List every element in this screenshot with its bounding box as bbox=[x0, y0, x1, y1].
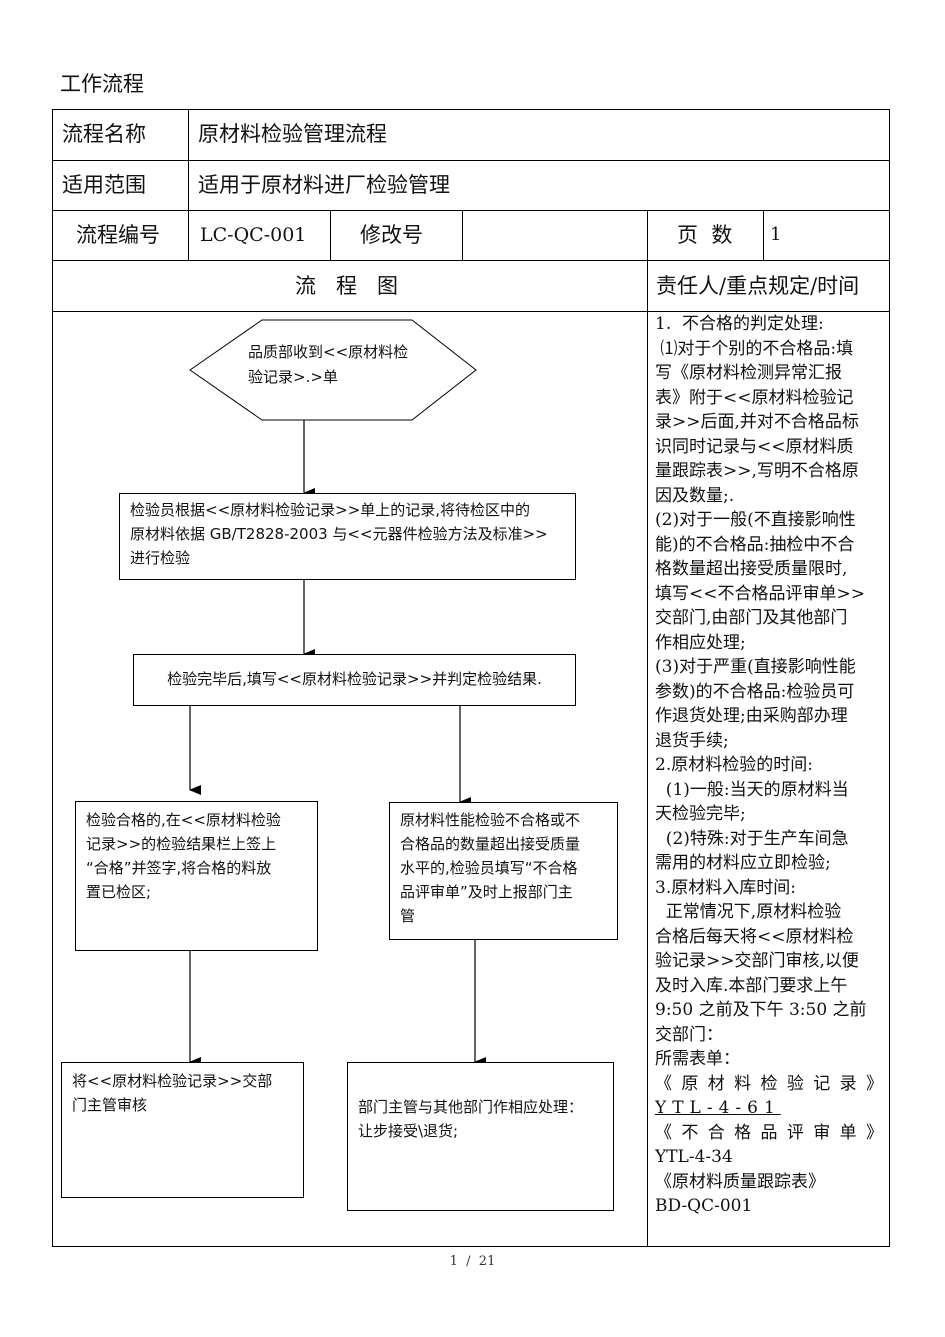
note-line: 表》附于<<原材料检验记 bbox=[655, 387, 854, 408]
form-code: YTL-4-34 bbox=[655, 1147, 733, 1167]
pass-line: 检验合格的,在<<原材料检验 bbox=[86, 811, 281, 829]
start-node-text: 品质部收到<<原材料检 验记录>.>单 bbox=[248, 340, 408, 390]
scope-value: 适用于原材料进厂检验管理 bbox=[198, 173, 450, 197]
pass-next-line: 门主管审核 bbox=[72, 1096, 148, 1114]
start-line: 品质部收到<<原材料检 bbox=[248, 343, 409, 361]
revision-label: 修改号 bbox=[360, 223, 423, 247]
fail-next-line: 部门主管与其他部门作相应处理： bbox=[358, 1098, 584, 1116]
col-divider bbox=[188, 109, 189, 261]
note-line: ⑴对于个别的不合格品:填 bbox=[655, 338, 854, 359]
pass-line: 记录>>的检验结果栏上签上 bbox=[86, 835, 277, 853]
col-divider bbox=[763, 210, 764, 261]
flowchart-header: 流 程 图 bbox=[295, 274, 399, 298]
step1-line: 进行检验 bbox=[130, 549, 191, 567]
note-line: (2)特殊:对于生产车间急 bbox=[655, 828, 849, 849]
form-title: 《不合格品评审单》 bbox=[655, 1122, 883, 1143]
document-heading: 工作流程 bbox=[60, 72, 144, 96]
note-line: 需用的材料应立即检验; bbox=[655, 853, 831, 873]
note-line: 写《原材料检测异常汇报 bbox=[655, 363, 842, 383]
step1-line: 检验员根据<<原材料检验记录>>单上的记录,将待检区中的 bbox=[130, 501, 531, 519]
row-divider bbox=[52, 160, 890, 161]
note-line: 及时入库.本部门要求上午 bbox=[655, 975, 848, 996]
form-code: YTL-4-61 bbox=[655, 1098, 781, 1118]
fail-line: 原材料性能检验不合格或不 bbox=[400, 811, 581, 829]
pass-next-line: 将<<原材料检验记录>>交部 bbox=[72, 1072, 273, 1090]
step2-line: 检验完毕后,填写<<原材料检验记录>>并判定检验结果. bbox=[167, 670, 542, 688]
note-line: (2)对于一般(不直接影响性 bbox=[655, 510, 856, 530]
note-line: 合格后每天将<<原材料检 bbox=[655, 926, 854, 947]
row-divider bbox=[52, 210, 890, 211]
note-line: 2.原材料检验的时间: bbox=[655, 755, 813, 775]
process-code-value: LC-QC-001 bbox=[200, 224, 307, 246]
fail-line: 水平的,检验员填写“不合格 bbox=[400, 859, 578, 877]
supervisor-handling-box: 部门主管与其他部门作相应处理： 让步接受\退货; bbox=[347, 1062, 614, 1211]
note-line: 所需表单： bbox=[655, 1049, 740, 1069]
step1-line: 原材料依据 GB/T2828-2003 与<<元器件检验方法及标准>> bbox=[130, 525, 548, 543]
start-line: 验记录>.>单 bbox=[248, 368, 338, 386]
pages-label: 页 数 bbox=[677, 223, 733, 247]
pass-box: 检验合格的,在<<原材料检验 记录>>的检验结果栏上签上 “合格”并签字,将合格… bbox=[75, 801, 318, 951]
fail-line: 合格品的数量超出接受质量 bbox=[400, 835, 581, 853]
note-line: 3.原材料入库时间: bbox=[655, 877, 796, 898]
process-table bbox=[52, 109, 890, 1247]
note-line: 验记录>>交部门审核,以便 bbox=[655, 951, 859, 971]
process-code-label: 流程编号 bbox=[76, 223, 160, 247]
note-line: 因及数量;. bbox=[655, 485, 735, 506]
pass-line: 置已检区; bbox=[86, 883, 152, 901]
col-divider bbox=[647, 210, 648, 1247]
process-name-label: 流程名称 bbox=[62, 122, 146, 146]
fail-next-line: 让步接受\退货; bbox=[358, 1122, 459, 1140]
fail-line: 品评审单”及时上报部门主 bbox=[400, 883, 573, 901]
col-divider bbox=[462, 210, 463, 261]
row-divider bbox=[52, 260, 890, 261]
note-line: (3)对于严重(直接影响性能 bbox=[655, 657, 856, 677]
note-line: 作相应处理; bbox=[655, 632, 746, 653]
scope-label: 适用范围 bbox=[62, 173, 146, 197]
note-line: 格数量超出接受质量限时, bbox=[655, 559, 848, 579]
fail-line: 管 bbox=[400, 907, 416, 925]
inspection-step-box: 检验员根据<<原材料检验记录>>单上的记录,将待检区中的 原材料依据 GB/T2… bbox=[119, 493, 576, 580]
note-line: 能)的不合格品:抽检中不合 bbox=[655, 534, 855, 555]
note-line: 识同时记录与<<原材料质 bbox=[655, 436, 854, 457]
responsibility-header: 责任人/重点规定/时间 bbox=[656, 274, 860, 298]
form-title: 《原材料质量跟踪表》 bbox=[655, 1171, 825, 1192]
responsibility-notes: 1. 不合格的判定处理: ⑴对于个别的不合格品:填 写《原材料检测异常汇报 表》… bbox=[655, 312, 883, 1219]
note-line: 量跟踪表>>,写明不合格原 bbox=[655, 461, 859, 481]
page-number: 1 / 21 bbox=[449, 1254, 496, 1269]
note-line: 天检验完毕; bbox=[655, 804, 746, 824]
note-line: 参数)的不合格品:检验员可 bbox=[655, 681, 855, 702]
start-hexagon bbox=[189, 319, 477, 421]
pass-line: “合格”并签字,将合格的料放 bbox=[86, 859, 272, 877]
note-line: 正常情况下,原材料检验 bbox=[655, 902, 842, 922]
form-title: 《原材料检验记录》 bbox=[655, 1073, 883, 1094]
note-line: 交部门： bbox=[655, 1024, 723, 1045]
col-divider bbox=[330, 210, 331, 261]
note-line: 作退货处理;由采购部办理 bbox=[655, 706, 848, 726]
record-result-box: 检验完毕后,填写<<原材料检验记录>>并判定检验结果. bbox=[133, 654, 576, 706]
fail-box: 原材料性能检验不合格或不 合格品的数量超出接受质量 水平的,检验员填写“不合格 … bbox=[389, 802, 618, 940]
pages-value: 1 bbox=[770, 224, 782, 245]
note-line: 录>>后面,并对不合格品标 bbox=[655, 412, 859, 432]
note-line: 交部门,由部门及其他部门 bbox=[655, 608, 848, 628]
note-line: 1. 不合格的判定处理: bbox=[655, 314, 824, 334]
note-line: 退货手续; bbox=[655, 730, 729, 751]
process-name-value: 原材料检验管理流程 bbox=[198, 122, 387, 146]
form-code: BD-QC-001 bbox=[655, 1196, 753, 1216]
supervisor-review-box: 将<<原材料检验记录>>交部 门主管审核 bbox=[61, 1062, 304, 1198]
note-line: 9:50 之前及下午 3:50 之前 bbox=[655, 1000, 867, 1020]
note-line: (1)一般:当天的原材料当 bbox=[655, 779, 849, 800]
note-line: 填写<<不合格品评审单>> bbox=[655, 583, 865, 604]
row-divider bbox=[52, 311, 890, 312]
